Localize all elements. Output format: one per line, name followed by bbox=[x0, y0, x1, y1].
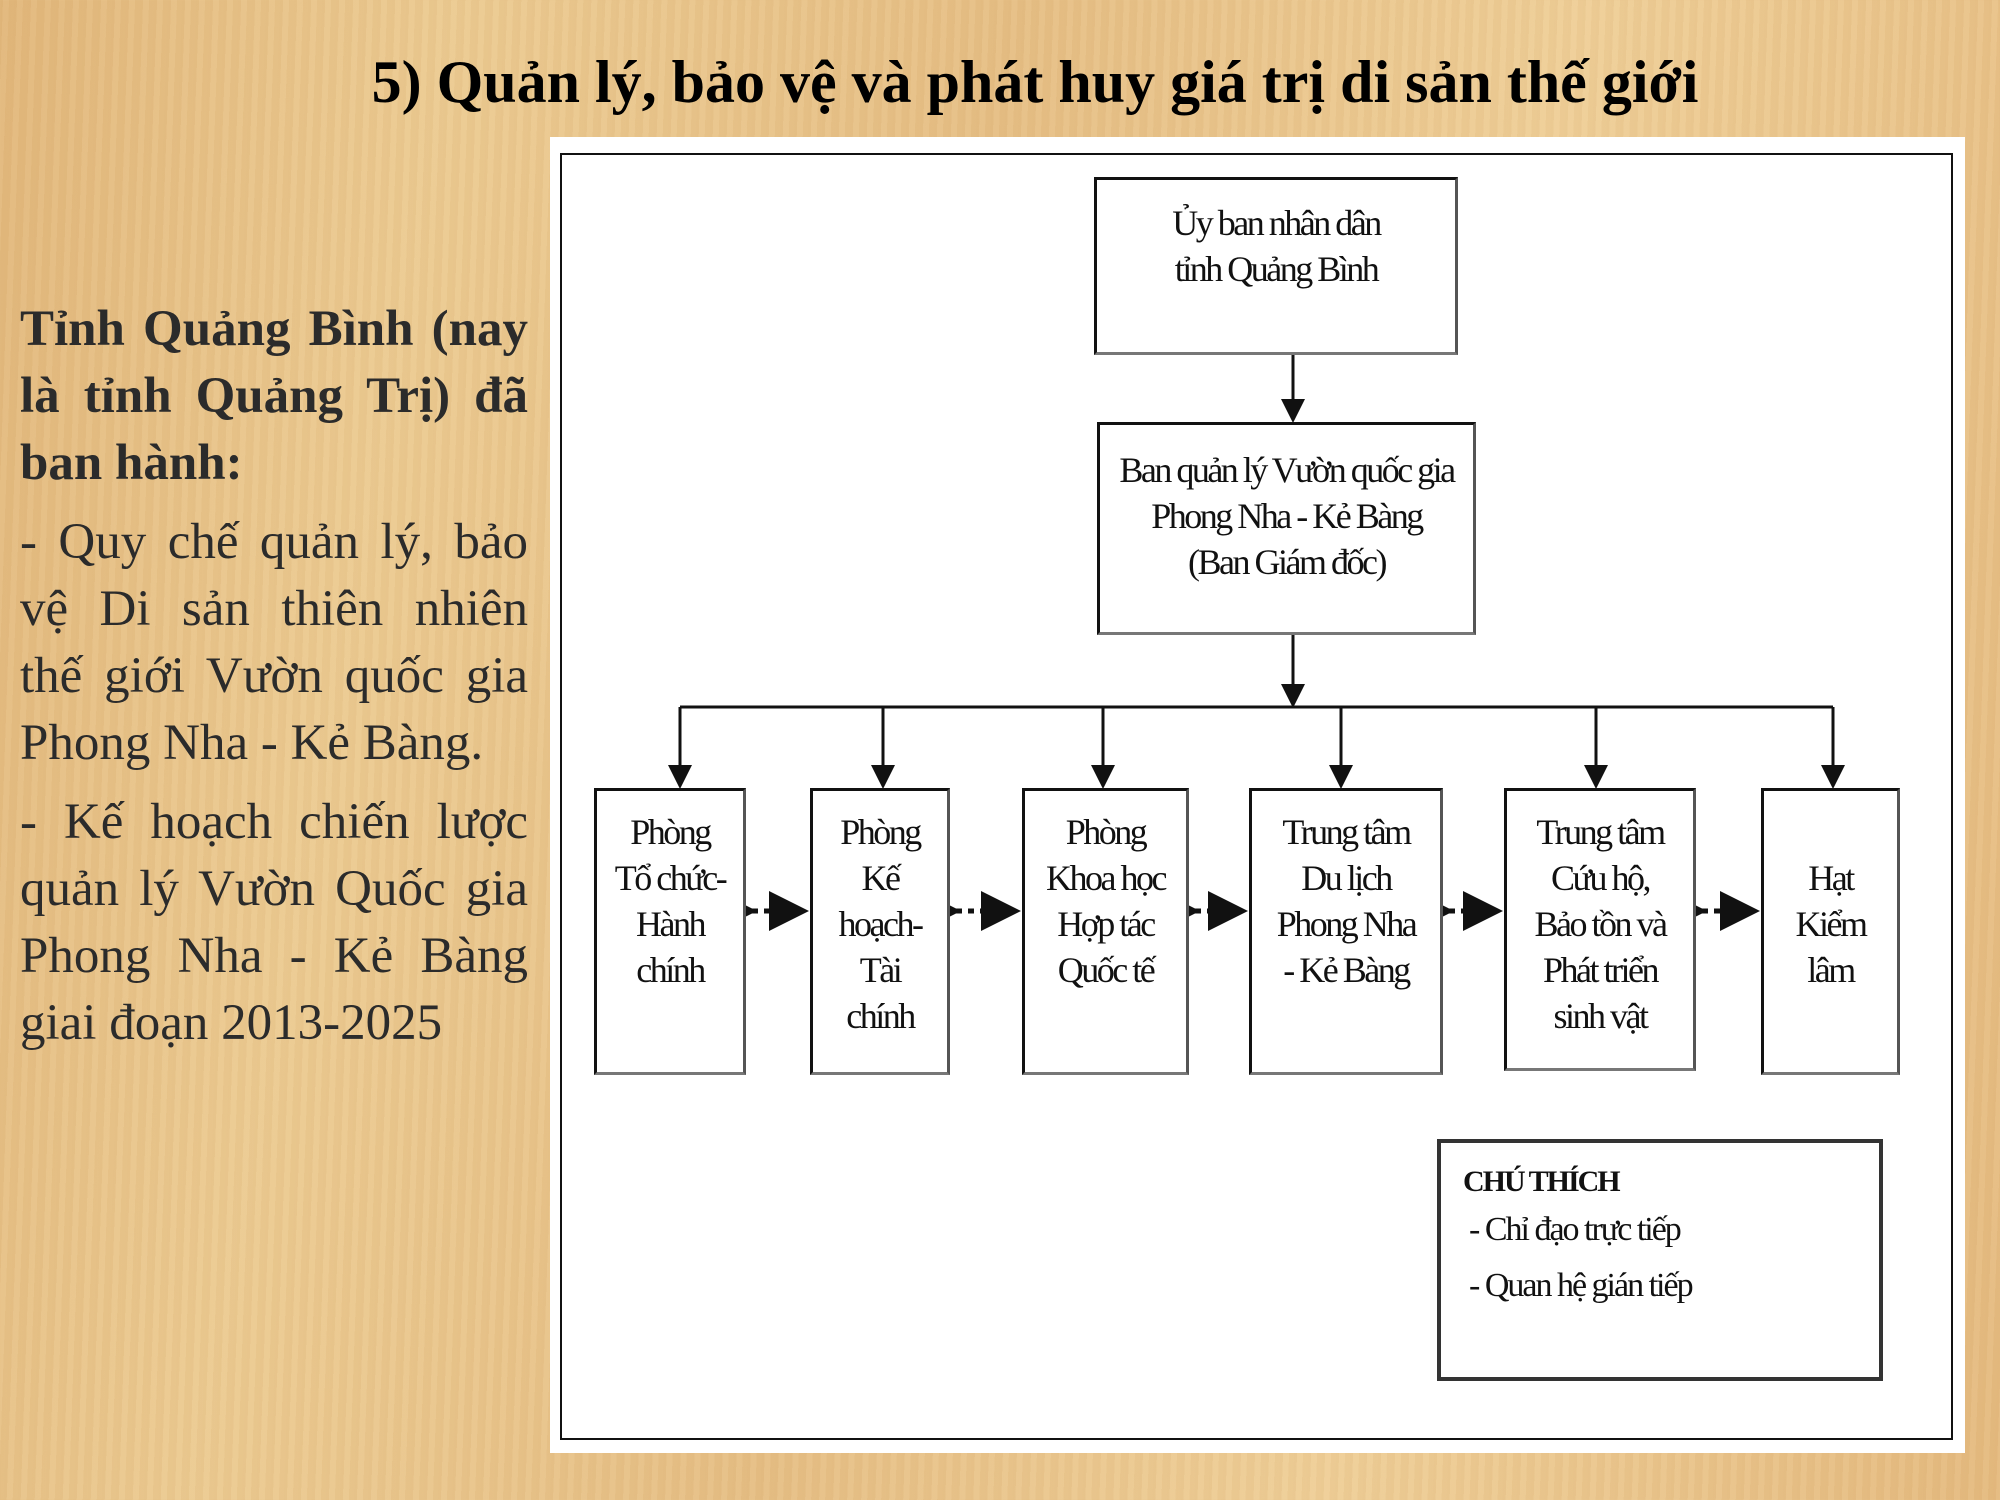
box-line: Phong Nha - Kẻ Bàng bbox=[1151, 496, 1424, 536]
box-line: Phòng bbox=[1065, 812, 1148, 852]
left-text: Tỉnh Quảng Bình (nay là tỉnh Quảng Trị) … bbox=[20, 296, 528, 1069]
box-line: hoạch- bbox=[838, 904, 924, 944]
box-line: Ủy ban nhân dân bbox=[1172, 203, 1382, 243]
box-unit-planning: Phòng Kế hoạch- Tài chính bbox=[810, 788, 950, 1075]
box-line: lâm bbox=[1807, 950, 1856, 990]
box-unit-forest-ranger: Hạt Kiểm lâm bbox=[1761, 788, 1900, 1075]
legend-title: CHÚ THÍCH bbox=[1463, 1165, 1621, 1198]
legend-direct-label: - Chỉ đạo trực tiếp bbox=[1469, 1211, 1682, 1248]
box-line: Phòng bbox=[630, 812, 712, 852]
box-line: Hạt bbox=[1808, 858, 1855, 898]
box-line: Phát triển bbox=[1543, 950, 1659, 990]
box-line: Hợp tác bbox=[1057, 904, 1156, 944]
box-line: Tài bbox=[859, 950, 903, 990]
box-line: (Ban Giám đốc) bbox=[1188, 542, 1387, 582]
left-heading: Tỉnh Quảng Bình (nay là tỉnh Quảng Trị) … bbox=[20, 301, 528, 491]
box-line: Kiểm bbox=[1795, 904, 1868, 944]
box-line: Trung tâm bbox=[1282, 812, 1412, 852]
box-line: sinh vật bbox=[1553, 996, 1650, 1036]
box-line: Kế bbox=[861, 858, 901, 898]
box-line: chính bbox=[636, 950, 706, 990]
org-chart-frame bbox=[560, 153, 1953, 1440]
left-item-1: - Quy chế quản lý, bảo vệ Di sản thiên n… bbox=[20, 514, 528, 771]
box-provincial-committee: Ủy ban nhân dân tỉnh Quảng Bình bbox=[1094, 177, 1458, 355]
box-unit-tourism: Trung tâm Du lịch Phong Nha - Kẻ Bàng bbox=[1249, 788, 1443, 1075]
box-unit-science: Phòng Khoa học Hợp tác Quốc tế bbox=[1022, 788, 1189, 1075]
box-line: Tổ chức- bbox=[614, 858, 728, 898]
box-line: Phong Nha bbox=[1276, 904, 1418, 944]
box-line: Du lịch bbox=[1301, 858, 1393, 898]
legend: CHÚ THÍCH - Chỉ đạo trực tiếp - Quan hệ … bbox=[1437, 1139, 1883, 1381]
box-line: Hành bbox=[636, 904, 706, 944]
box-management-board: Ban quản lý Vườn quốc gia Phong Nha - Kẻ… bbox=[1097, 422, 1476, 635]
box-line: Phòng bbox=[840, 812, 922, 852]
box-line: Bảo tồn và bbox=[1534, 904, 1668, 944]
box-line: chính bbox=[846, 996, 916, 1036]
box-line: - Kẻ Bàng bbox=[1283, 950, 1411, 990]
box-line: Khoa học bbox=[1046, 858, 1167, 898]
box-line: Ban quản lý Vườn quốc gia bbox=[1119, 450, 1456, 490]
box-line: Trung tâm bbox=[1536, 812, 1666, 852]
box-line: Quốc tế bbox=[1057, 950, 1156, 990]
left-item-2: - Kế hoạch chiến lược quản lý Vườn Quốc … bbox=[20, 794, 528, 1051]
legend-indirect-label: - Quan hệ gián tiếp bbox=[1469, 1267, 1694, 1304]
box-line: Cứu hộ, bbox=[1550, 858, 1652, 898]
box-line: tỉnh Quảng Bình bbox=[1174, 249, 1380, 289]
box-unit-rescue: Trung tâm Cứu hộ, Bảo tồn và Phát triển … bbox=[1504, 788, 1696, 1071]
slide-title: 5) Quản lý, bảo vệ và phát huy giá trị d… bbox=[371, 49, 1699, 115]
box-unit-admin: Phòng Tổ chức- Hành chính bbox=[594, 788, 746, 1075]
